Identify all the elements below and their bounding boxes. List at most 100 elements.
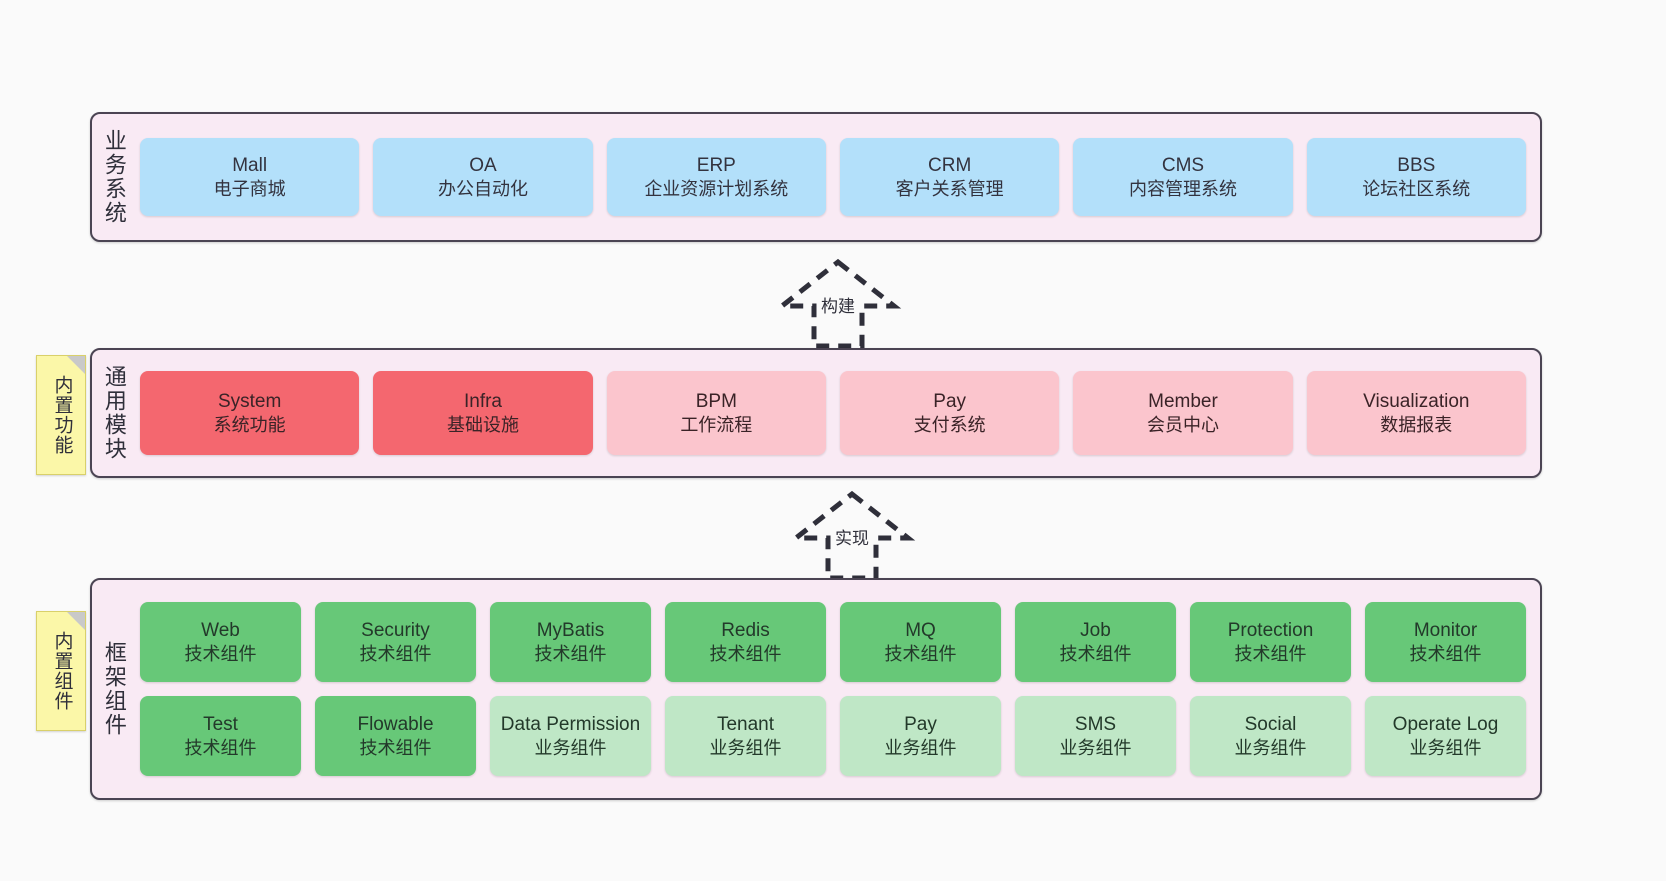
card-erp[interactable]: ERP 企业资源计划系统 [606,138,826,216]
card-member[interactable]: Member 会员中心 [1073,371,1293,455]
card-mybatis-en: MyBatis [536,619,605,641]
card-protection[interactable]: Protection 技术组件 [1190,602,1351,682]
card-protection-cn: 技术组件 [1234,643,1307,664]
connector-implement-label: 实现 [835,529,869,548]
card-pay-component-en: Pay [904,713,937,735]
connector-implement-shape [788,490,916,581]
connector-implement: 实现 [772,490,932,582]
card-oa-en: OA [469,154,497,176]
card-pay-component-cn: 业务组件 [884,737,957,758]
card-web-en: Web [201,619,240,641]
card-job-cn: 技术组件 [1059,643,1132,664]
band-common-modules[interactable]: 通用模块 System 系统功能 Infra 基础设施 BPM 工作流程 Pay… [90,348,1542,478]
band-business-systems[interactable]: 业务系统 Mall 电子商城 OA 办公自动化 ERP 企业资源计划系统 CRM… [90,112,1542,242]
card-test[interactable]: Test 技术组件 [140,696,301,776]
card-web[interactable]: Web 技术组件 [140,602,301,682]
card-infra[interactable]: Infra 基础设施 [373,371,593,455]
card-tenant-en: Tenant [716,713,775,735]
card-web-cn: 技术组件 [184,643,257,664]
card-sms[interactable]: SMS 业务组件 [1015,696,1176,776]
card-mybatis[interactable]: MyBatis 技术组件 [490,602,651,682]
note-builtin-function[interactable]: 内置功能 [36,355,86,475]
card-oa-cn: 办公自动化 [437,178,528,199]
card-system[interactable]: System 系统功能 [140,371,360,455]
card-test-cn: 技术组件 [184,737,257,758]
connector-build-shape [774,258,902,349]
card-bbs-cn: 论坛社区系统 [1362,178,1471,199]
band-title-framework-components: 框架组件 [101,641,127,737]
note-fold-corner-icon [67,356,85,374]
note-builtin-component[interactable]: 内置组件 [36,611,86,731]
card-operate-log[interactable]: Operate Log 业务组件 [1365,696,1526,776]
note-builtin-component-label: 内置组件 [51,631,73,711]
card-mq[interactable]: MQ 技术组件 [840,602,1001,682]
card-redis-en: Redis [721,619,770,641]
note-builtin-function-label: 内置功能 [51,375,73,455]
card-mybatis-cn: 技术组件 [534,643,607,664]
card-security[interactable]: Security 技术组件 [315,602,476,682]
card-mall-cn: 电子商城 [213,178,286,199]
band-framework-components[interactable]: 框架组件 Web 技术组件 Security 技术组件 MyBatis 技术组件… [90,578,1542,800]
card-crm[interactable]: CRM 客户关系管理 [839,138,1060,216]
note-fold-corner-icon [67,612,85,630]
card-monitor-cn: 技术组件 [1409,643,1482,664]
card-mall[interactable]: Mall 电子商城 [140,138,360,216]
card-pay-module-en: Pay [933,390,967,412]
card-data-permission[interactable]: Data Permission 业务组件 [490,696,651,776]
band-title-business-systems: 业务系统 [101,129,127,225]
card-security-cn: 技术组件 [359,643,432,664]
card-flowable-en: Flowable [357,713,434,735]
card-visualization-cn: 数据报表 [1380,414,1453,435]
card-data-permission-cn: 业务组件 [534,737,607,758]
card-job[interactable]: Job 技术组件 [1015,602,1176,682]
band-title-common-modules: 通用模块 [101,365,127,461]
card-monitor[interactable]: Monitor 技术组件 [1365,602,1526,682]
card-crm-en: CRM [928,154,972,176]
connector-build: 构建 [758,258,918,350]
card-erp-en: ERP [696,154,736,176]
card-pay-module-cn: 支付系统 [913,414,986,435]
card-pay-component[interactable]: Pay 业务组件 [840,696,1001,776]
framework-tech-row: Web 技术组件 Security 技术组件 MyBatis 技术组件 Redi… [140,602,1526,682]
card-operate-log-cn: 业务组件 [1409,737,1482,758]
card-cms-cn: 内容管理系统 [1128,178,1237,199]
card-social-en: Social [1244,713,1297,735]
card-bbs[interactable]: BBS 论坛社区系统 [1306,138,1526,216]
card-mall-en: Mall [232,154,268,176]
card-monitor-en: Monitor [1413,619,1478,641]
card-flowable[interactable]: Flowable 技术组件 [315,696,476,776]
card-system-cn: 系统功能 [213,414,286,435]
card-member-cn: 会员中心 [1146,414,1219,435]
card-oa[interactable]: OA 办公自动化 [373,138,593,216]
card-member-en: Member [1148,390,1218,412]
card-bpm-en: BPM [695,390,737,412]
card-redis[interactable]: Redis 技术组件 [665,602,826,682]
card-cms[interactable]: CMS 内容管理系统 [1073,138,1293,216]
card-mq-cn: 技术组件 [884,643,957,664]
card-operate-log-en: Operate Log [1392,713,1499,735]
card-job-en: Job [1080,619,1111,641]
band-body-business-systems: Mall 电子商城 OA 办公自动化 ERP 企业资源计划系统 CRM 客户关系… [136,114,1540,240]
framework-business-row: Test 技术组件 Flowable 技术组件 Data Permission … [140,696,1526,776]
card-cms-en: CMS [1161,154,1205,176]
card-tenant-cn: 业务组件 [709,737,782,758]
connector-build-label: 构建 [821,297,855,316]
card-erp-cn: 企业资源计划系统 [644,178,789,199]
card-social[interactable]: Social 业务组件 [1190,696,1351,776]
band-body-framework-components: Web 技术组件 Security 技术组件 MyBatis 技术组件 Redi… [136,580,1540,798]
card-visualization[interactable]: Visualization 数据报表 [1306,371,1526,455]
card-mq-en: MQ [905,619,936,641]
card-infra-en: Infra [463,390,502,412]
card-visualization-en: Visualization [1363,390,1470,412]
band-body-common-modules: System 系统功能 Infra 基础设施 BPM 工作流程 Pay 支付系统… [136,350,1540,476]
card-protection-en: Protection [1227,619,1314,641]
card-security-en: Security [361,619,430,641]
card-tenant[interactable]: Tenant 业务组件 [665,696,826,776]
card-bbs-en: BBS [1397,154,1436,176]
card-bpm[interactable]: BPM 工作流程 [606,371,826,455]
card-system-en: System [217,390,282,412]
card-infra-cn: 基础设施 [446,414,519,435]
card-pay-module[interactable]: Pay 支付系统 [839,371,1060,455]
card-sms-cn: 业务组件 [1059,737,1132,758]
